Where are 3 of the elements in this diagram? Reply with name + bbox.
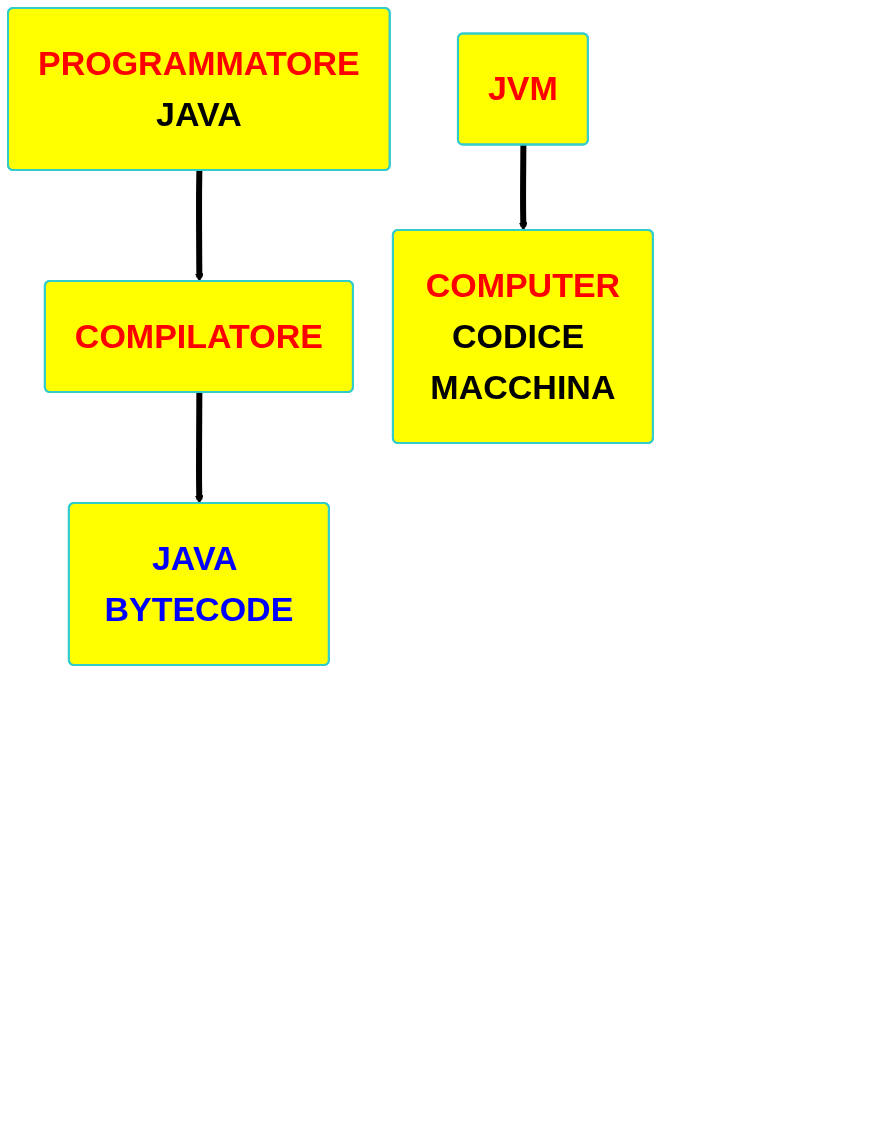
arrow [194, 392, 204, 504]
arrow [518, 144, 528, 231]
arrow [194, 170, 204, 282]
